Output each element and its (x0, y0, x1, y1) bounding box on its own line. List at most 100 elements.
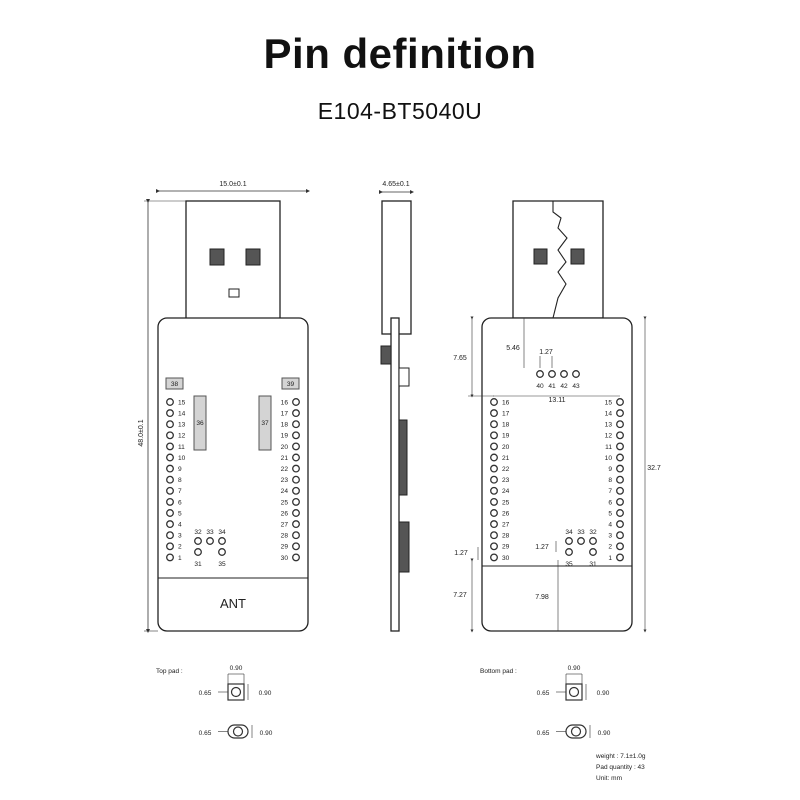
back-right-pin-2 (616, 542, 624, 551)
spec-pad-quantity: Pad quantity : 43 (596, 764, 645, 771)
bottom-pad-dim-1: 0.90 (568, 665, 581, 672)
pcb-edge-side (390, 317, 400, 632)
back-right-pin-12 (616, 431, 624, 440)
back-left-pin-16 (490, 398, 498, 406)
front-left-pin-label-12: 12 (178, 433, 186, 440)
back-left-pin-label-19: 19 (502, 433, 510, 440)
back-left-pin-22 (490, 464, 498, 473)
front-right-pin-24 (292, 486, 300, 495)
front-left-pin-label-3: 3 (178, 533, 182, 540)
bottom-pad-dim-2: 0.65 (537, 690, 550, 697)
side-component-1 (380, 345, 392, 365)
pad-37 (258, 395, 272, 451)
bottom-pad-dim-5: 0.90 (598, 730, 611, 737)
back-left-pin-label-24: 24 (502, 488, 510, 495)
front-left-pin-label-13: 13 (178, 422, 186, 429)
usb-plug-back (512, 200, 604, 319)
front-right-pin-25 (292, 497, 300, 506)
back-right-pin-label-6: 6 (608, 499, 612, 506)
back-left-pin-17 (490, 409, 498, 418)
back-pin-label-34: 34 (565, 529, 573, 536)
front-right-pin-label-21: 21 (281, 455, 289, 462)
usb-hole (228, 288, 240, 298)
pin-label-35: 35 (218, 561, 226, 568)
back-dim-1-27-mid: 1.27 (535, 544, 549, 551)
bottom-pad-dim-4: 0.65 (537, 730, 550, 737)
back-right-pin-5 (616, 509, 624, 517)
back-right-pin-label-9: 9 (608, 466, 612, 473)
top-pad-dim-5: 0.90 (260, 730, 273, 737)
spec-unit: Unit: mm (596, 775, 622, 782)
ant-label: ANT (220, 596, 246, 611)
front-left-pin-4 (166, 520, 174, 529)
back-right-pin-label-12: 12 (605, 433, 613, 440)
side-component-4 (398, 521, 410, 573)
front-right-pin-label-30: 30 (281, 555, 289, 562)
back-pin-label-33: 33 (577, 529, 585, 536)
front-left-pin-label-2: 2 (178, 544, 182, 551)
front-right-pin-28 (292, 531, 300, 540)
side-component-3 (398, 419, 408, 496)
side-thickness-dim: 4.65±0.1 (382, 181, 409, 188)
pad-36-label: 36 (196, 420, 204, 427)
front-bottom-pins: 32 33 34 31 35 (194, 529, 226, 568)
pad-37-label: 37 (261, 420, 269, 427)
usb-plug-front (185, 200, 281, 335)
front-left-pin-10 (166, 453, 174, 462)
back-pin-label-35: 35 (565, 561, 573, 568)
front-left-pin-label-10: 10 (178, 455, 186, 462)
front-left-pin-label-14: 14 (178, 411, 186, 418)
back-left-pin-label-27: 27 (502, 522, 510, 529)
back-right-pin-6 (616, 497, 624, 506)
back-left-pin-label-21: 21 (502, 455, 510, 462)
bottom-pad-label: Bottom pad : (480, 668, 517, 675)
back-right-pin-label-13: 13 (605, 422, 613, 429)
back-right-pin-13 (616, 420, 624, 429)
back-view: 40 41 42 43 1.27 5.46 7.65 13.11 32.7 16… (453, 200, 661, 633)
back-left-pin-label-17: 17 (502, 411, 510, 418)
back-left-pin-label-18: 18 (502, 422, 510, 429)
module-body-front (157, 317, 309, 632)
front-right-pin-label-26: 26 (281, 510, 289, 517)
back-left-pin-label-29: 29 (502, 544, 510, 551)
back-left-pin-23 (490, 475, 498, 484)
pin-label-40: 40 (536, 383, 544, 390)
back-right-pin-label-14: 14 (605, 411, 613, 418)
top-pad-dim-2: 0.65 (199, 690, 212, 697)
front-left-pin-9 (166, 464, 174, 473)
back-left-pin-label-25: 25 (502, 499, 510, 506)
front-left-pin-3 (166, 531, 174, 540)
back-right-pin-label-7: 7 (608, 488, 612, 495)
front-right-pin-label-19: 19 (281, 433, 289, 440)
back-dim-7-65: 7.65 (453, 355, 467, 362)
back-right-pin-label-2: 2 (608, 544, 612, 551)
front-right-pin-21 (292, 453, 300, 462)
back-left-pin-21 (490, 453, 498, 462)
back-right-pin-15 (616, 398, 624, 406)
back-pin-label-31: 31 (589, 561, 597, 568)
front-width-dim: 15.0±0.1 (219, 181, 246, 188)
back-right-pin-14 (616, 409, 624, 418)
front-left-pin-2 (166, 542, 174, 551)
back-left-pin-label-30: 30 (502, 555, 510, 562)
back-left-pin-label-16: 16 (502, 399, 510, 406)
side-view: 4.65±0.1 (379, 181, 414, 632)
back-left-pin-label-23: 23 (502, 477, 510, 484)
usb-contact-right (245, 248, 261, 266)
front-left-pin-12 (166, 431, 174, 440)
top-pad-dim-1: 0.90 (230, 665, 243, 672)
top-pad-dim-4: 0.65 (199, 730, 212, 737)
front-left-pin-label-9: 9 (178, 466, 182, 473)
back-right-pin-label-5: 5 (608, 510, 612, 517)
back-left-pin-19 (490, 431, 498, 440)
back-right-pin-1 (616, 553, 624, 562)
front-pin-columns: 1514131211109876543211617181920212223242… (166, 398, 300, 562)
back-right-pin-label-4: 4 (608, 522, 612, 529)
front-right-pin-16 (292, 398, 300, 406)
back-bottom-pins: 34 33 32 35 31 (565, 529, 597, 568)
front-right-pin-23 (292, 475, 300, 484)
front-left-pin-label-5: 5 (178, 510, 182, 517)
back-left-pin-28 (490, 531, 498, 540)
back-pin-label-32: 32 (589, 529, 597, 536)
back-right-pin-11 (616, 442, 624, 451)
